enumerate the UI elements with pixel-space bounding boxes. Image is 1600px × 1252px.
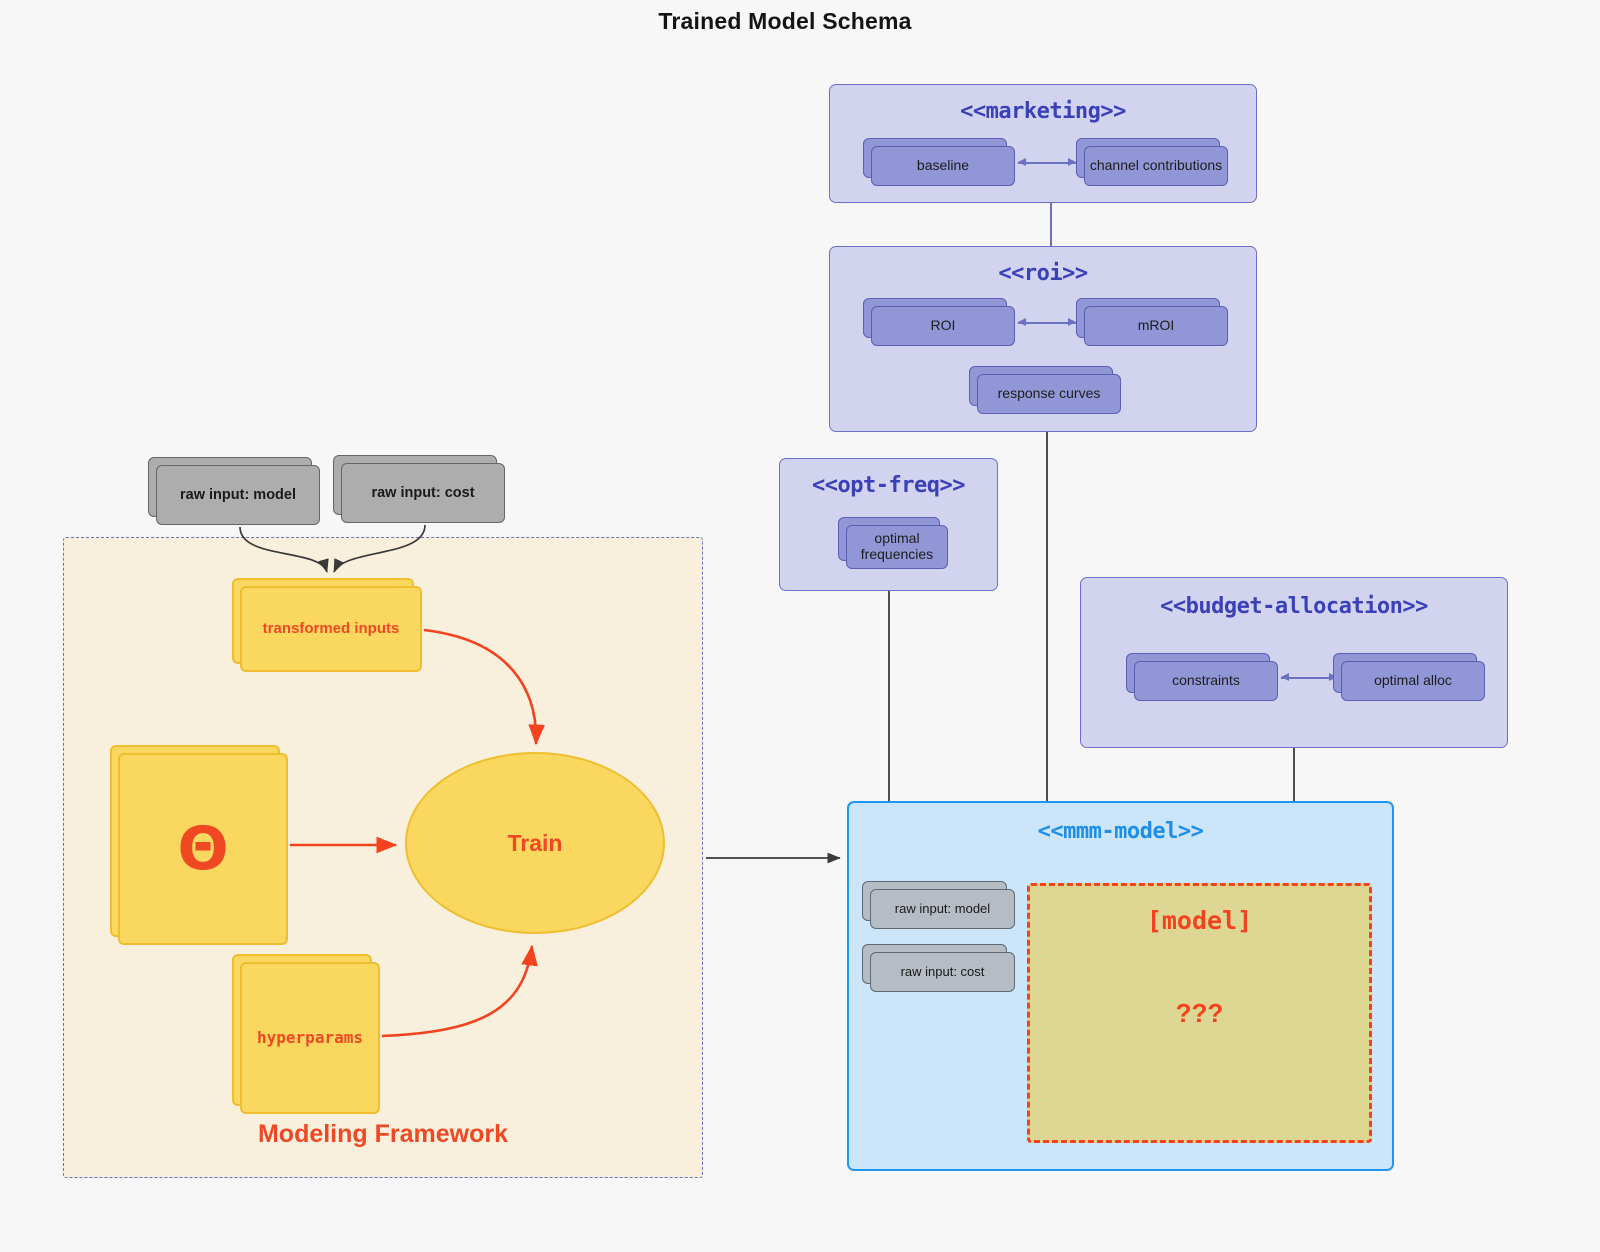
theta-icon: Θ <box>177 814 229 884</box>
train-ellipse[interactable]: Train <box>405 752 665 934</box>
node-mmm-raw-input-model-label: raw input: model <box>870 889 1015 929</box>
node-raw-input-model-label: raw input: model <box>156 465 320 525</box>
node-baseline[interactable]: baseline <box>863 138 1015 186</box>
package-mmm-model-title: <<mmm-model>> <box>1037 819 1204 844</box>
model-region-unknown: ??? <box>1175 998 1224 1028</box>
link-budget-to-mmm <box>1293 748 1295 802</box>
model-region-title: [model] <box>1146 906 1253 935</box>
connector-baseline-channel <box>1018 159 1076 166</box>
node-response-curves[interactable]: response curves <box>969 366 1121 414</box>
model-region[interactable]: [model] ??? <box>1027 883 1372 1143</box>
node-optimal-frequencies-label: optimal frequencies <box>846 525 948 569</box>
node-response-curves-label: response curves <box>977 374 1121 414</box>
package-roi-title: <<roi>> <box>998 261 1088 286</box>
node-mmm-raw-input-model[interactable]: raw input: model <box>862 881 1015 929</box>
page-title: Trained Model Schema <box>658 8 912 34</box>
package-mmm-model[interactable]: <<mmm-model>> raw input: model raw input… <box>847 801 1394 1171</box>
package-budget-allocation-title: <<budget-allocation>> <box>1160 594 1428 619</box>
node-optimal-alloc-label: optimal alloc <box>1341 661 1485 701</box>
node-channel-contributions-label: channel contributions <box>1084 146 1228 186</box>
train-label: Train <box>507 829 563 856</box>
package-roi[interactable]: <<roi>> ROI mROI response curves <box>829 246 1257 432</box>
package-marketing-title: <<marketing>> <box>960 99 1126 124</box>
node-channel-contributions[interactable]: channel contributions <box>1076 138 1228 186</box>
node-optimal-alloc[interactable]: optimal alloc <box>1333 653 1485 701</box>
node-raw-input-cost-label: raw input: cost <box>341 463 505 523</box>
node-hyperparams[interactable]: hyperparams <box>232 954 380 1114</box>
node-hyperparams-label: hyperparams <box>240 962 380 1114</box>
link-marketing-to-roi <box>1050 202 1052 247</box>
node-theta-front: Θ <box>118 753 288 945</box>
node-constraints[interactable]: constraints <box>1126 653 1278 701</box>
node-roi-label: ROI <box>871 306 1015 346</box>
node-mmm-raw-input-cost-label: raw input: cost <box>870 952 1015 992</box>
node-raw-input-model[interactable]: raw input: model <box>148 457 320 525</box>
package-budget-allocation[interactable]: <<budget-allocation>> constraints optima… <box>1080 577 1508 748</box>
package-opt-freq-title: <<opt-freq>> <box>812 473 965 498</box>
modeling-framework-label: Modeling Framework <box>257 1120 509 1148</box>
node-raw-input-cost[interactable]: raw input: cost <box>333 455 505 523</box>
node-mroi[interactable]: mROI <box>1076 298 1228 346</box>
connector-constraints-optimalalloc <box>1281 674 1337 681</box>
link-roi-to-mmm <box>1046 432 1048 802</box>
package-opt-freq[interactable]: <<opt-freq>> optimal frequencies <box>779 458 998 591</box>
node-baseline-label: baseline <box>871 146 1015 186</box>
node-optimal-frequencies[interactable]: optimal frequencies <box>838 517 948 569</box>
node-roi[interactable]: ROI <box>863 298 1015 346</box>
connector-roi-mroi <box>1018 319 1076 326</box>
node-constraints-label: constraints <box>1134 661 1278 701</box>
node-theta[interactable]: Θ <box>110 745 288 945</box>
package-marketing[interactable]: <<marketing>> baseline channel contribut… <box>829 84 1257 203</box>
node-transformed-inputs-label: transformed inputs <box>240 586 422 672</box>
node-mmm-raw-input-cost[interactable]: raw input: cost <box>862 944 1015 992</box>
node-mroi-label: mROI <box>1084 306 1228 346</box>
link-optfreq-to-mmm <box>888 591 890 802</box>
node-transformed-inputs[interactable]: transformed inputs <box>232 578 422 672</box>
